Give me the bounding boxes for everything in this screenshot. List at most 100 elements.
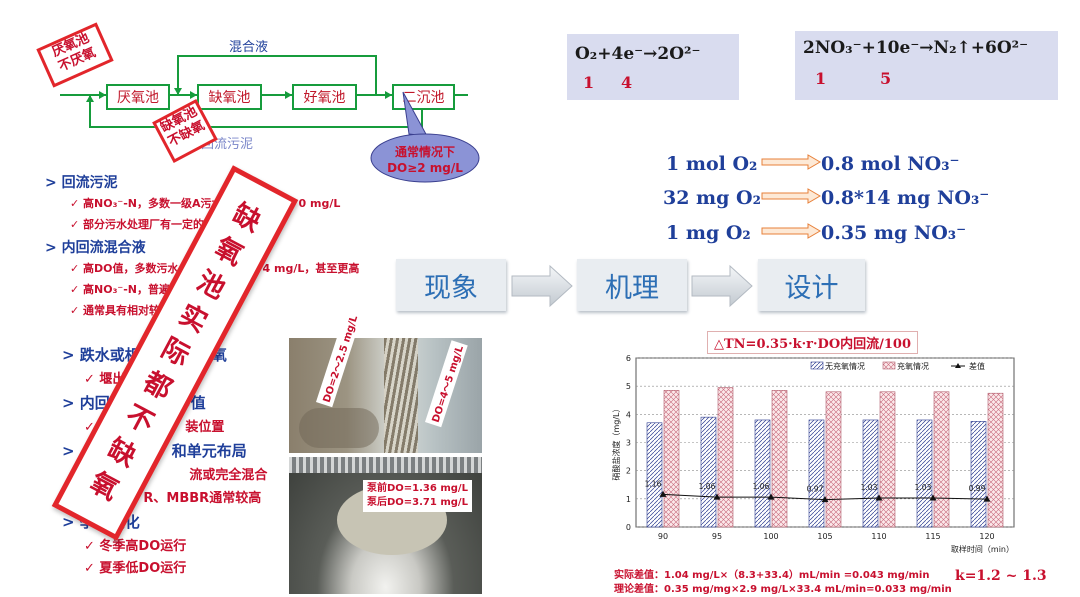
x-tick-label: 90 — [658, 532, 668, 541]
flow-design: 设计 — [758, 259, 865, 311]
note-theory: 理论差值：0.35 mg/mg×2.9 mg/L×33.4 mL/min=0.0… — [614, 584, 952, 595]
bar-aeration — [933, 391, 950, 528]
x-tick-label: 115 — [925, 532, 940, 541]
y-tick-label: 1 — [626, 495, 631, 504]
equation-1-num-b: 4 — [621, 73, 633, 92]
photo-pump — [289, 457, 482, 594]
bullet-tail: R、MBBR通常较高 — [143, 491, 262, 506]
point-label: 1.03 — [861, 483, 878, 492]
bullet-layout: > 和单元布局 — [62, 442, 247, 460]
bar-aeration — [987, 392, 1004, 528]
sub-bullet-11: ✓ 夏季低DO运行 — [84, 561, 187, 576]
x-tick-label: 95 — [712, 532, 722, 541]
sub-bullet-2: ✓ 部分污水处理厂有一定的 — [70, 218, 205, 231]
x-tick-label: 110 — [871, 532, 886, 541]
bullet-text: 内回 — [79, 394, 110, 412]
chart-formula: △TN=0.35·k·r·DO内回流/100 — [707, 331, 919, 354]
diff-point — [659, 490, 667, 497]
conv-left-1: 1 mol O₂ — [666, 153, 758, 175]
conv-right-3: 0.35 mg NO₃⁻ — [821, 222, 967, 244]
legend-swatch-aeration — [882, 361, 896, 370]
equation-2-num-b: 5 — [880, 69, 892, 88]
point-label: 1.16 — [645, 479, 662, 488]
note-k: k=1.2 ~ 1.3 — [955, 568, 1047, 584]
bullet-return-sludge: > 回流污泥 — [45, 175, 118, 191]
x-tick-label: 100 — [763, 532, 778, 541]
anoxic-tank-box: 缺氧池 — [197, 84, 262, 110]
equation-2: 2NO₃⁻+10e⁻→N₂↑+6O²⁻ — [803, 38, 1029, 58]
point-label: 0.97 — [807, 485, 824, 494]
y-tick-label: 6 — [626, 354, 631, 363]
x-tick-label: 105 — [817, 532, 832, 541]
bar-aeration — [663, 390, 680, 528]
process-lines — [60, 55, 468, 128]
bar-no-aeration — [970, 421, 987, 528]
callout-text: 通常情况下 DO≥2 mg/L — [375, 144, 475, 176]
bar-no-aeration — [700, 416, 717, 528]
bullet-tail: 和单元布局 — [171, 442, 247, 460]
bullet-tail: 流或完全混合 — [189, 468, 268, 483]
callout-bubble — [370, 91, 480, 183]
diff-point — [713, 493, 721, 500]
legend-label-aeration: 充氧情况 — [897, 361, 929, 371]
sub-bullet-5: ✓ 通常具有相对较 — [70, 304, 161, 317]
bullet-text: 高NO₃⁻-N，多数一级A污水 — [83, 197, 223, 210]
diff-point — [875, 494, 883, 501]
bullet-drop: > 跌水或机氧 — [62, 346, 227, 364]
diff-point — [767, 493, 775, 500]
pump-before-label: 泵前DO=1.36 mg/L — [367, 483, 468, 494]
flow-mechanism: 机理 — [577, 259, 687, 311]
bullet-text: 高DO值，多数污水 — [83, 262, 179, 275]
point-label: 1.06 — [699, 482, 716, 491]
x-tick-label: 120 — [979, 532, 994, 541]
y-tick-label: 3 — [626, 439, 631, 448]
bullet-internal-return: > 内回流混合液 — [45, 240, 146, 256]
equation-1: O₂+4e⁻→2O²⁻ — [575, 44, 701, 64]
sub-bullet-10: ✓ 冬季高DO运行 — [84, 539, 187, 554]
anaerobic-tank-box: 厌氧池 — [106, 84, 170, 110]
bullet-text: 冬季高DO运行 — [99, 539, 187, 554]
y-tick-label: 4 — [626, 410, 631, 419]
bar-no-aeration — [808, 419, 825, 528]
x-axis-label: 取样时间（min） — [951, 544, 1014, 554]
flow-arrow-icon — [511, 264, 573, 308]
point-label: 1.03 — [915, 483, 932, 492]
bar-no-aeration — [862, 419, 879, 528]
chart-legend: 无充氧情况充氧情况差值 — [810, 361, 985, 371]
conv-right-1: 0.8 mol NO₃⁻ — [821, 153, 960, 175]
bar-aeration — [771, 390, 788, 528]
flow-phenomenon: 现象 — [396, 259, 506, 311]
bullet-text: 内回流混合液 — [61, 240, 146, 256]
conversion-arrows — [761, 154, 821, 239]
legend-swatch-no-aeration — [810, 361, 824, 370]
equation-box-1 — [567, 34, 739, 100]
bar-no-aeration — [916, 419, 933, 528]
mixed-liquor-label: 混合液 — [229, 40, 269, 55]
bar-aeration — [825, 391, 842, 528]
y-tick-label: 0 — [626, 523, 631, 532]
diff-point — [929, 494, 937, 501]
bullet-text: 高NO₃⁻-N，普遍超 — [83, 283, 181, 296]
legend-marker-diff — [955, 363, 961, 368]
flow-arrow-icon — [691, 264, 753, 308]
equation-box-2 — [795, 31, 1058, 100]
sub-bullet-7: ✓ 装位置 — [84, 420, 225, 435]
flow-arrows — [511, 264, 753, 308]
sub-bullet-4: ✓ 高NO₃⁻-N，普遍超 — [70, 283, 181, 296]
bar-no-aeration — [646, 422, 663, 528]
secondary-clarifier-box: 二沉池 — [392, 84, 455, 110]
conv-left-3: 1 mg O₂ — [666, 222, 751, 244]
diff-point — [983, 495, 991, 502]
equation-2-num-a: 1 — [815, 69, 827, 88]
bullet-text: 通常具有相对较 — [83, 304, 161, 317]
pump-after-label: 泵后DO=3.71 mg/L — [367, 497, 468, 508]
bullet-tail: 0 mg/L — [298, 197, 341, 210]
aerobic-tank-box: 好氧池 — [292, 84, 357, 110]
bullet-tail: 装位置 — [185, 420, 225, 435]
y-tick-label: 2 — [626, 467, 631, 476]
chart-line — [659, 490, 991, 503]
point-label: 1.06 — [753, 482, 770, 491]
